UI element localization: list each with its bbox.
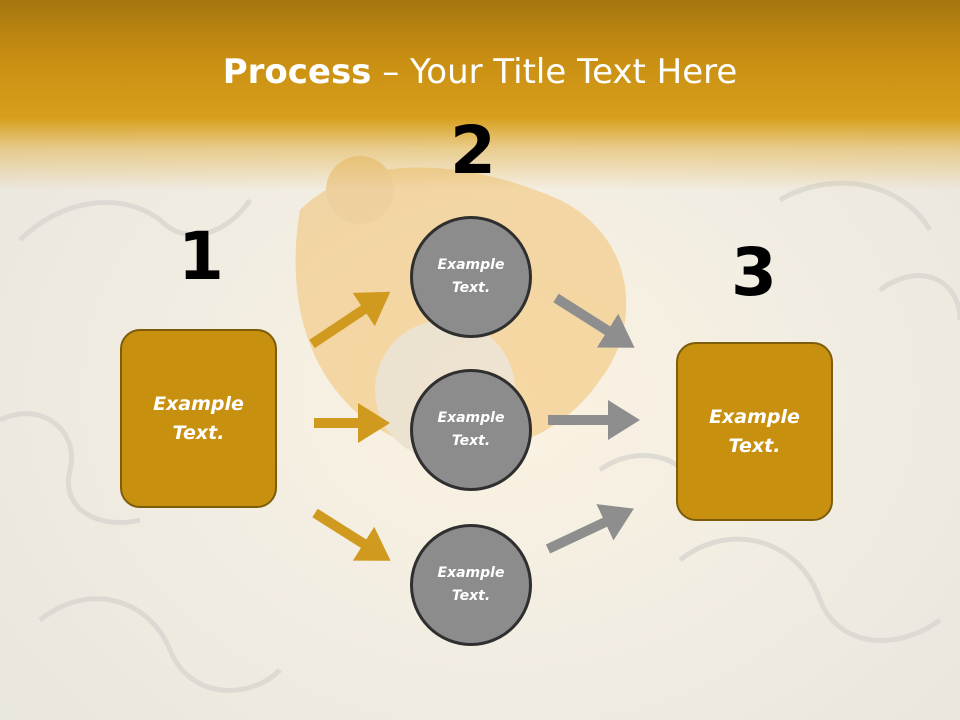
step-3-box-text: Example Text. (709, 405, 800, 457)
slide-title: Process – Your Title Text Here (0, 52, 960, 92)
step-number-3: 3 (731, 234, 777, 311)
step-2-circle-bottom: Example Text. (410, 524, 532, 646)
arrow-gray-down (553, 293, 635, 348)
step-1-box-text: Example Text. (153, 392, 244, 444)
circle-top-text: Example Text. (437, 257, 505, 296)
step-number-2: 2 (450, 112, 496, 189)
step-2-circle-middle: Example Text. (410, 369, 532, 491)
step-number-1: 1 (178, 218, 224, 295)
arrow-gray-up (545, 504, 634, 554)
circle-bottom-text: Example Text. (437, 565, 505, 604)
step-1-box: Example Text. (120, 329, 277, 508)
step-2-circle-top: Example Text. (410, 216, 532, 338)
title-banner (0, 0, 960, 190)
step-3-box: Example Text. (676, 342, 833, 521)
arrow-gold-up (309, 291, 391, 349)
slide-title-rest: – Your Title Text Here (371, 52, 738, 92)
arrow-gold-down (312, 508, 391, 561)
slide-title-bold: Process (222, 52, 372, 92)
circle-middle-text: Example Text. (437, 410, 505, 449)
